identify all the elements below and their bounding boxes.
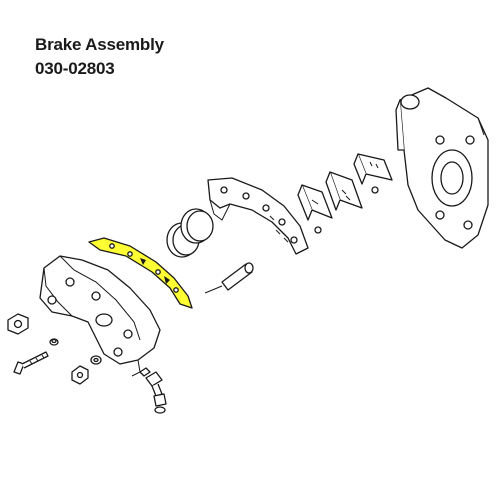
hex-nut[interactable]	[71, 365, 89, 385]
brake-pad-lower[interactable]	[297, 184, 333, 234]
long-bolt[interactable]	[13, 351, 49, 375]
mounting-nut[interactable]	[7, 313, 29, 335]
part-number: 030-02803	[35, 59, 115, 78]
piston-rear[interactable]	[180, 208, 214, 244]
pressure-plate[interactable]	[207, 177, 309, 255]
bleeder-screw[interactable]	[139, 367, 167, 414]
bleeder-pin[interactable]	[204, 262, 254, 294]
brake-pad-middle[interactable]	[325, 171, 363, 211]
caliper-housing[interactable]	[39, 255, 161, 377]
brake-pad-upper[interactable]	[353, 153, 393, 194]
assembly-title: Brake Assembly	[35, 35, 164, 54]
mounting-bracket[interactable]	[395, 87, 489, 249]
title-block: Brake Assembly 030-02803	[35, 33, 164, 81]
lock-washer[interactable]	[90, 355, 102, 365]
brake-lining-segment[interactable]	[88, 237, 193, 309]
washer-small[interactable]	[49, 338, 59, 346]
